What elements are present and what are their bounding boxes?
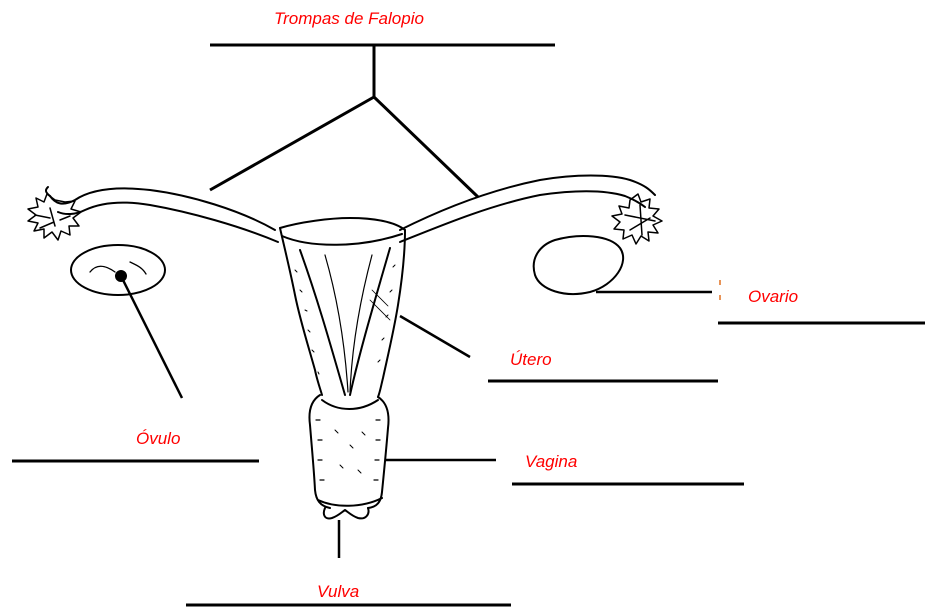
label-ovary: Ovario: [748, 288, 798, 305]
vagina: [309, 395, 388, 508]
fallopian-right-leader: [374, 97, 478, 197]
right-fallopian-tube: [400, 176, 655, 243]
label-vulva: Vulva: [317, 583, 359, 600]
left-ovary: [71, 245, 165, 295]
leader-lines: [12, 45, 925, 605]
label-ovum: Óvulo: [136, 430, 180, 447]
label-uterus: Útero: [510, 351, 552, 368]
uterus: [280, 218, 405, 397]
ovum-leader: [121, 276, 182, 398]
vulva: [324, 508, 369, 518]
left-fallopian-tube: [46, 187, 278, 242]
label-vagina: Vagina: [525, 453, 577, 470]
right-ovary: [534, 236, 623, 294]
label-fallopian-tubes: Trompas de Falopio: [274, 10, 424, 27]
fallopian-left-leader: [210, 97, 374, 190]
uterus-leader: [400, 316, 470, 357]
